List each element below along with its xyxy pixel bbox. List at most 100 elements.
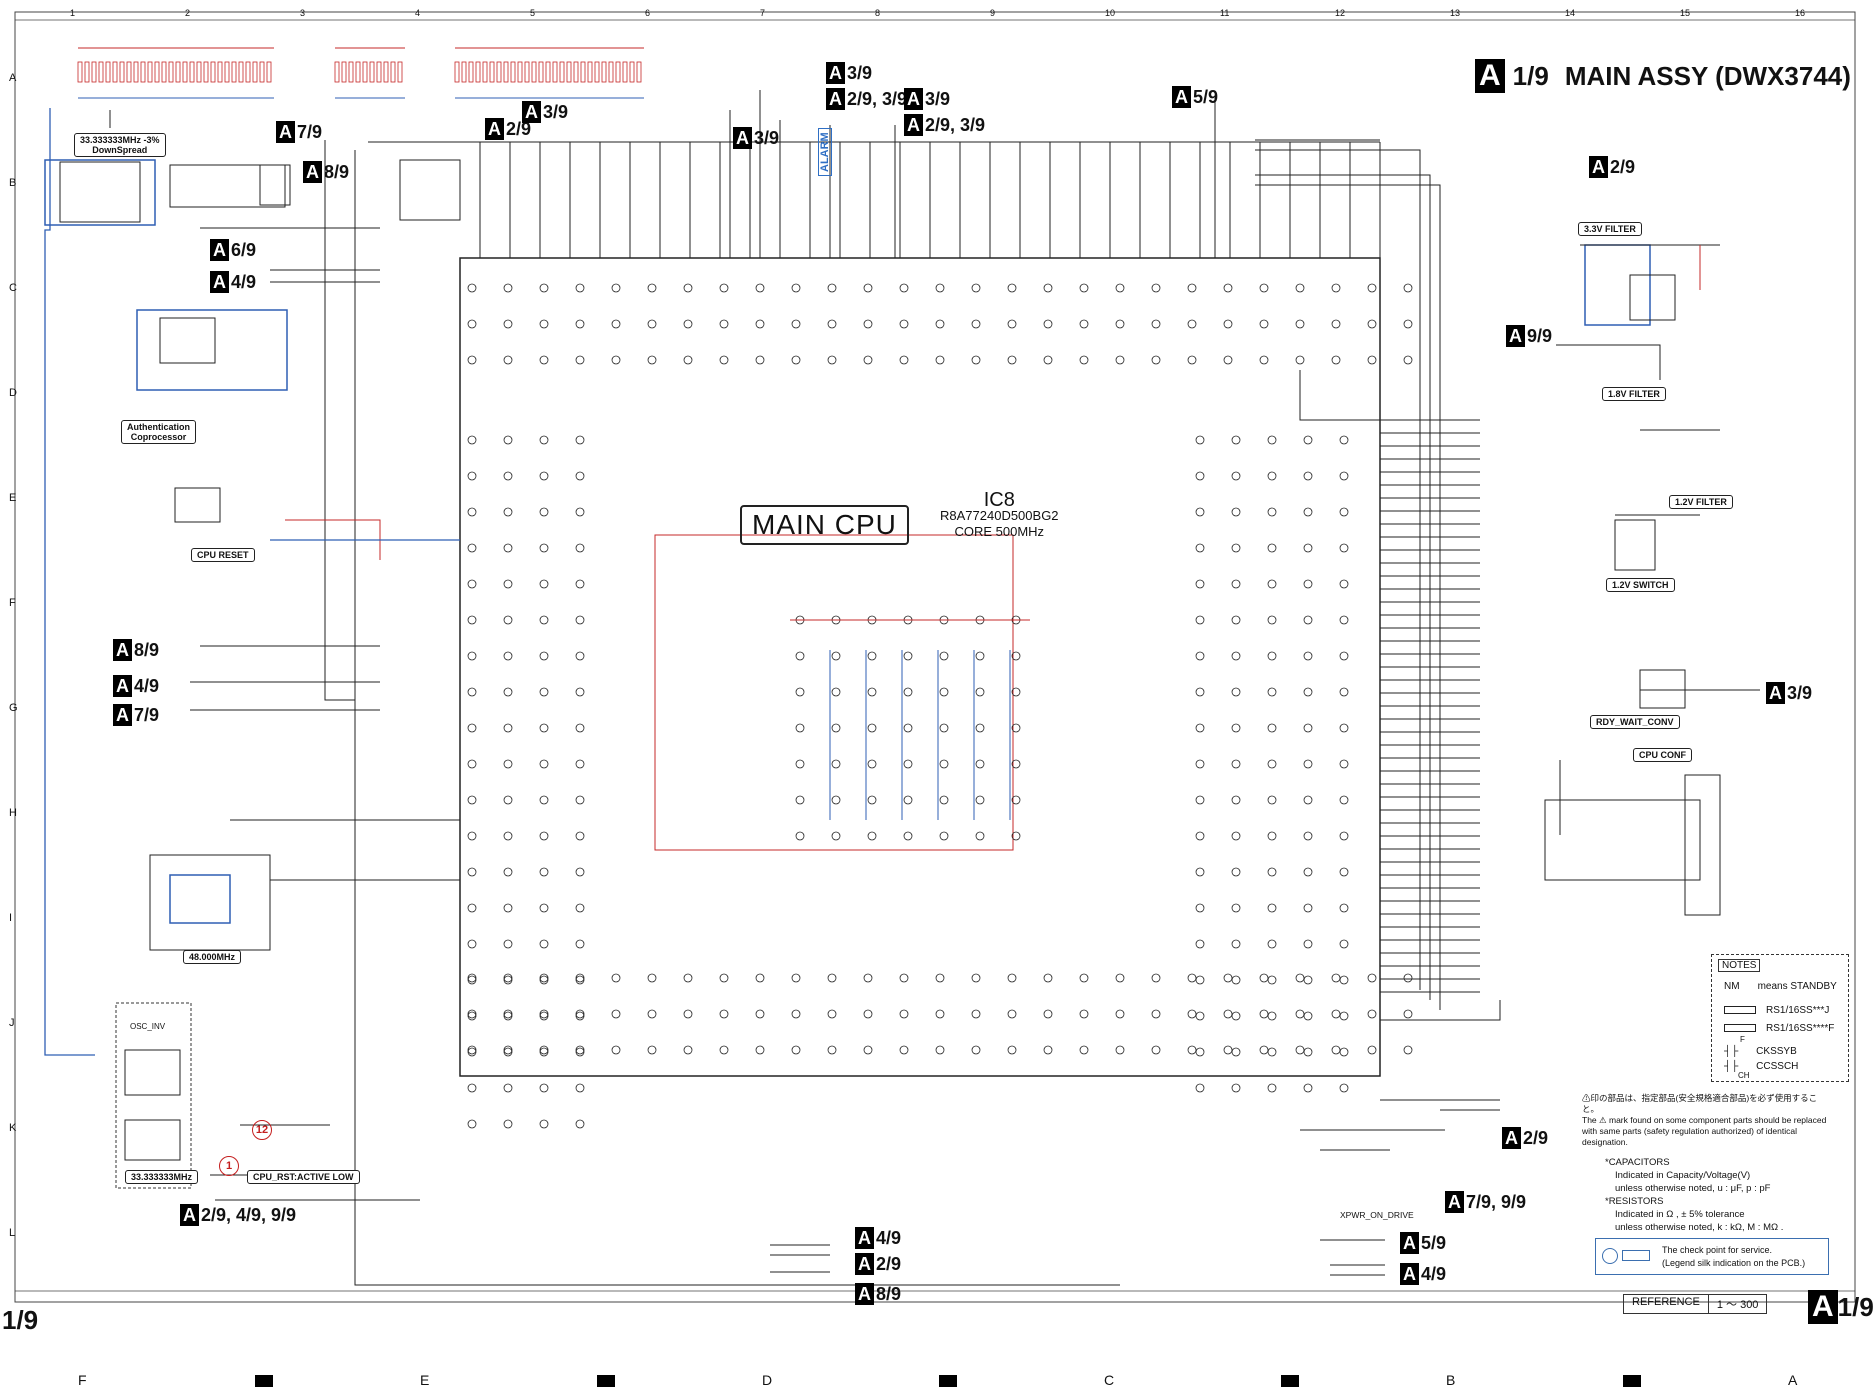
row-letter: J [9, 1017, 15, 1029]
strip-letter: A [1788, 1372, 1798, 1388]
ccssch-label: CCSSCH [1756, 1061, 1799, 1072]
resistor-icon [1724, 1006, 1756, 1015]
footer-right: A 1/9 [1808, 1290, 1874, 1324]
column-number: 12 [1335, 8, 1346, 18]
caps-l2: Indicated in Capacity/Voltage(V) [1615, 1170, 1751, 1181]
column-number: 2 [185, 8, 191, 18]
row-letter: A [9, 72, 17, 84]
nm-label: NM [1724, 981, 1740, 992]
cpu-core: CORE 500MHz [954, 524, 1045, 539]
rs2-label: RS1/16SS****F [1766, 1023, 1835, 1034]
row-letter: D [9, 387, 17, 399]
cpu-reset-label: CPU RESET [191, 548, 255, 562]
resistor-f-icon [1724, 1024, 1756, 1033]
f-label: F [1740, 1035, 1745, 1044]
row-letter: E [9, 492, 17, 504]
strip-mark [255, 1375, 273, 1387]
footer-left-page: 1/9 [2, 1305, 39, 1335]
strip-letter: B [1446, 1372, 1456, 1388]
reference-box: REFERENCE 1 ～ 300 [1623, 1294, 1768, 1314]
strip-letter: F [78, 1372, 87, 1388]
column-number: 16 [1795, 8, 1806, 18]
cpu-part-info: IC8 R8A77240D500BG2 CORE 500MHz [940, 489, 1059, 540]
row-letter: F [9, 597, 16, 609]
strip-letter: C [1104, 1372, 1115, 1388]
checkpoint-l1: The check point for service. [1662, 1245, 1773, 1255]
cpu-part: R8A77240D500BG2 [940, 508, 1059, 523]
cpu-rst-label: CPU_RST:ACTIVE LOW [247, 1170, 360, 1184]
caps-l4: *RESISTORS [1605, 1196, 1664, 1207]
column-number: 14 [1565, 8, 1576, 18]
safety-warning: ⚠印の部品は、指定部品(安全規格適合部品)を必ず使用すること。 The ⚠ ma… [1582, 1093, 1830, 1148]
checkpoint-circle-icon [1602, 1248, 1618, 1264]
caps-l6: unless otherwise noted, k : kΩ, M : MΩ . [1615, 1222, 1784, 1233]
capacitor-ch-icon: ┤├ [1724, 1061, 1739, 1072]
column-number: 9 [990, 8, 996, 18]
row-letter: H [9, 807, 17, 819]
notes-header: NOTES [1718, 959, 1761, 972]
warning-en: The ⚠ mark found on some component parts… [1582, 1115, 1827, 1147]
strip-letter: E [420, 1372, 430, 1388]
footer-right-letter: A [1808, 1290, 1838, 1324]
row-letter: L [9, 1227, 16, 1239]
alarm-label: ALARM [818, 128, 832, 176]
row-letter: B [9, 177, 17, 189]
osc-inv-label: OSC_INV [130, 1022, 166, 1031]
warning-jp: ⚠印の部品は、指定部品(安全規格適合部品)を必ず使用すること。 [1582, 1093, 1818, 1114]
column-number: 8 [875, 8, 881, 18]
rdy-wait-conv-label: RDY_WAIT_CONV [1590, 715, 1680, 729]
sheet-page: 1/9 [1512, 60, 1549, 91]
cpu-ref: IC8 [983, 489, 1015, 511]
row-letter: I [9, 912, 13, 924]
column-number: 5 [530, 8, 536, 18]
column-number: 6 [645, 8, 651, 18]
strip-mark [597, 1375, 615, 1387]
main-cpu-label: MAIN CPU [740, 505, 909, 545]
reference-label: REFERENCE [1632, 1296, 1700, 1308]
column-number: 1 [70, 8, 76, 18]
auth-coprocessor-label: Authentication Coprocessor [121, 420, 196, 444]
footer-right-page: 1/9 [1837, 1291, 1874, 1322]
osc-48-label: 48.000MHz [183, 950, 242, 964]
column-number: 7 [760, 8, 766, 18]
caps-l3: unless otherwise noted, u : μF, p : pF [1615, 1183, 1771, 1194]
downspread-label: 33.333333MHz -3% DownSpread [74, 133, 166, 157]
column-number: 15 [1680, 8, 1691, 18]
checkpoint-l2: (Legend silk indication on the PCB.) [1662, 1258, 1806, 1268]
column-number: 13 [1450, 8, 1461, 18]
column-number: 3 [300, 8, 306, 18]
sheet-title-text: MAIN ASSY (DWX3744) [1564, 60, 1851, 91]
osc-33-label: 33.333333MHz [125, 1170, 199, 1184]
strip-mark [939, 1375, 957, 1387]
strip-letter: D [762, 1372, 773, 1388]
